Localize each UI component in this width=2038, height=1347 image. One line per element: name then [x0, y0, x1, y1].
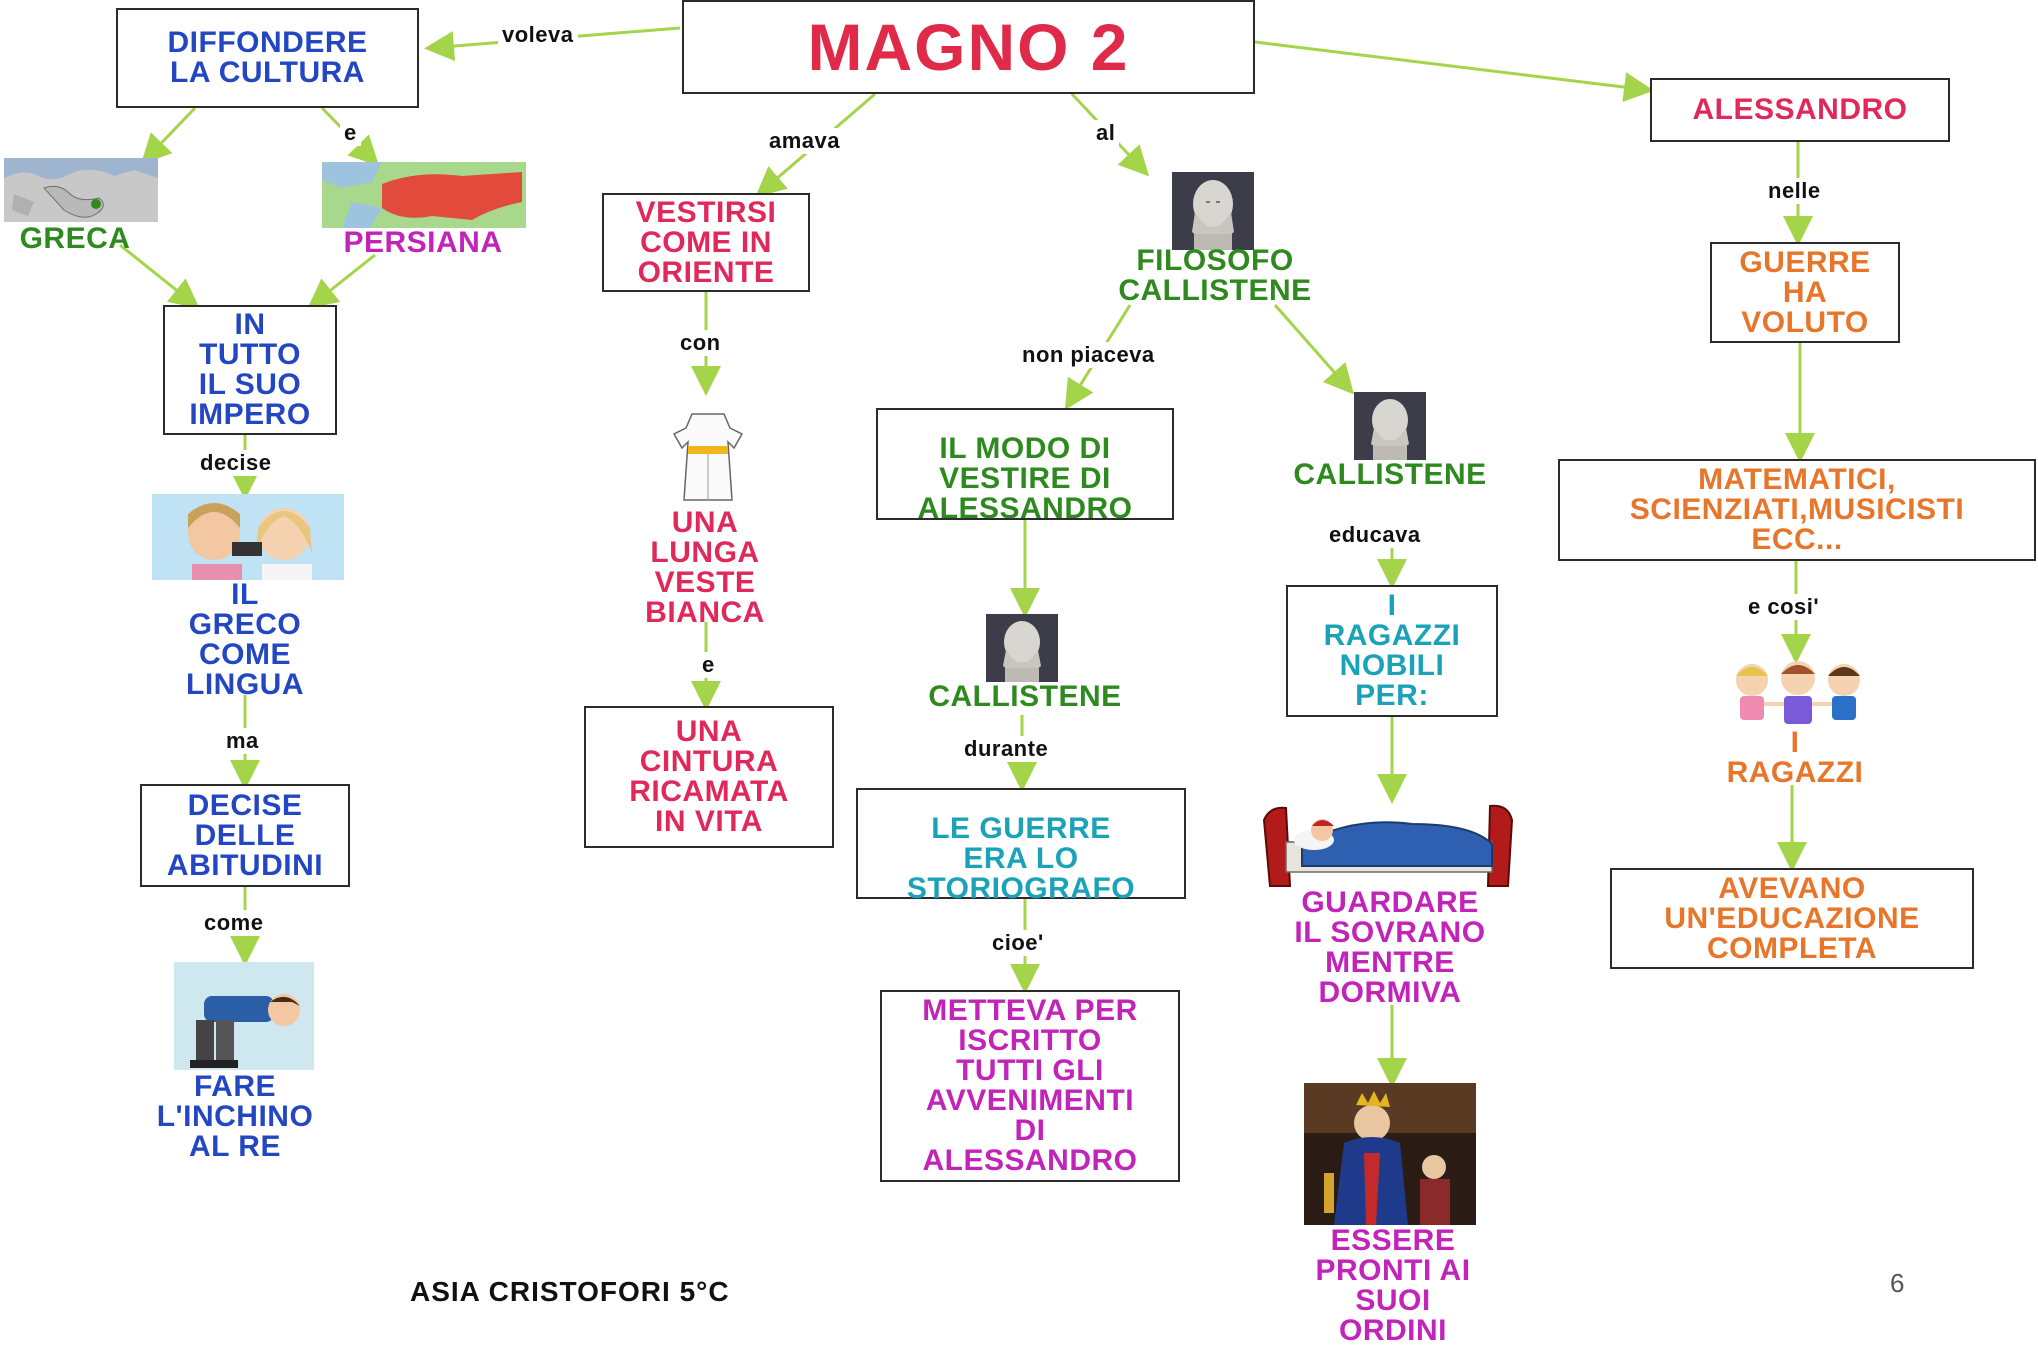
node-persiana: PERSIANA — [343, 226, 503, 259]
white-robe-icon — [670, 412, 746, 502]
node-greca: GRECA — [19, 222, 131, 255]
node-veste: UNA LUNGA VESTE BIANCA — [645, 506, 765, 629]
link-con: con — [676, 330, 725, 356]
sleeping-bed-icon — [1262, 800, 1514, 888]
link-decise: decise — [196, 450, 276, 476]
node-modo-vestire: IL MODO DI VESTIRE DI ALESSANDRO — [876, 408, 1174, 524]
map-greece-icon — [4, 158, 158, 222]
edge-greca-impero — [119, 243, 200, 309]
girls-talking-icon — [152, 494, 344, 580]
philosopher-bust-icon — [986, 614, 1058, 682]
link-come: come — [200, 910, 268, 936]
node-inchino: FARE L'INCHINO AL RE — [156, 1070, 314, 1163]
link-e-1: e — [340, 120, 361, 146]
page-number: 6 — [1890, 1268, 1905, 1298]
edge-persiana-impero — [307, 253, 376, 309]
node-diffondere: DIFFONDERE LA CULTURA — [116, 8, 419, 108]
node-ragazzi: I RAGAZZI — [1726, 726, 1864, 789]
link-e-cosi: e cosi' — [1744, 594, 1824, 620]
philosopher-bust-icon — [1354, 392, 1426, 460]
node-guerre-storiografo: LE GUERRE ERA LO STORIOGRAFO — [856, 788, 1186, 903]
link-voleva: voleva — [498, 22, 578, 48]
node-vestirsi: VESTIRSI COME IN ORIENTE — [602, 193, 810, 292]
link-al: al — [1092, 120, 1120, 146]
node-guardare: GUARDARE IL SOVRANO MENTRE DORMIVA — [1294, 886, 1486, 1009]
author-footer: ASIA CRISTOFORI 5°C — [410, 1276, 730, 1307]
link-e-2: e — [698, 652, 719, 678]
link-durante: durante — [960, 736, 1053, 762]
node-matematici: MATEMATICI, SCIENZIATI,MUSICISTI ECC... — [1558, 459, 2036, 561]
page-title: MAGNO 2 — [807, 10, 1130, 84]
node-filosofo: FILOSOFO CALLISTENE — [1118, 244, 1312, 307]
map-persia-icon — [322, 162, 526, 228]
node-educazione: AVEVANO UN'EDUCAZIONE COMPLETA — [1610, 868, 1974, 969]
node-pronti: ESSERE PRONTI AI SUOI ORDINI — [1315, 1224, 1471, 1347]
node-abitudini: DECISE DELLE ABITUDINI — [140, 784, 350, 887]
node-metteva: METTEVA PER ISCRITTO TUTTI GLI AVVENIMEN… — [880, 990, 1180, 1182]
bowing-man-icon — [174, 962, 314, 1070]
node-impero: IN TUTTO IL SUO IMPERO — [163, 305, 337, 435]
link-educava: educava — [1325, 522, 1425, 548]
link-nelle: nelle — [1764, 178, 1825, 204]
node-alessandro: ALESSANDRO — [1650, 78, 1950, 142]
node-guerre-voluto: GUERRE HA VOLUTO — [1710, 242, 1900, 343]
edge-filosofo-callistene-b — [1273, 304, 1354, 395]
link-non-piaceva: non piaceva — [1018, 342, 1159, 368]
philosopher-bust-icon — [1172, 172, 1254, 250]
node-callistene-b: CALLISTENE — [1293, 458, 1487, 491]
three-kids-icon — [1724, 658, 1872, 728]
guerre-storiografo-text: LE GUERRE ERA LO STORIOGRAFO — [906, 811, 1136, 905]
link-amava: amava — [765, 128, 845, 154]
link-ma: ma — [222, 728, 263, 754]
node-ragazzi-nobili: I RAGAZZI NOBILI PER: — [1286, 585, 1498, 717]
king-painting-icon — [1304, 1083, 1476, 1225]
node-cintura: UNA CINTURA RICAMATA IN VITA — [584, 706, 834, 848]
edge-magno-alessandro — [1254, 40, 1654, 102]
title-box: MAGNO 2 — [682, 0, 1255, 94]
node-callistene-a: CALLISTENE — [928, 680, 1122, 713]
edge-diffondere-greca — [140, 106, 197, 165]
link-cioe: cioe' — [988, 930, 1048, 956]
node-greco-lingua: IL GRECO COME LINGUA — [186, 578, 304, 701]
modo-vestire-text: IL MODO DI VESTIRE DI ALESSANDRO — [917, 432, 1133, 525]
